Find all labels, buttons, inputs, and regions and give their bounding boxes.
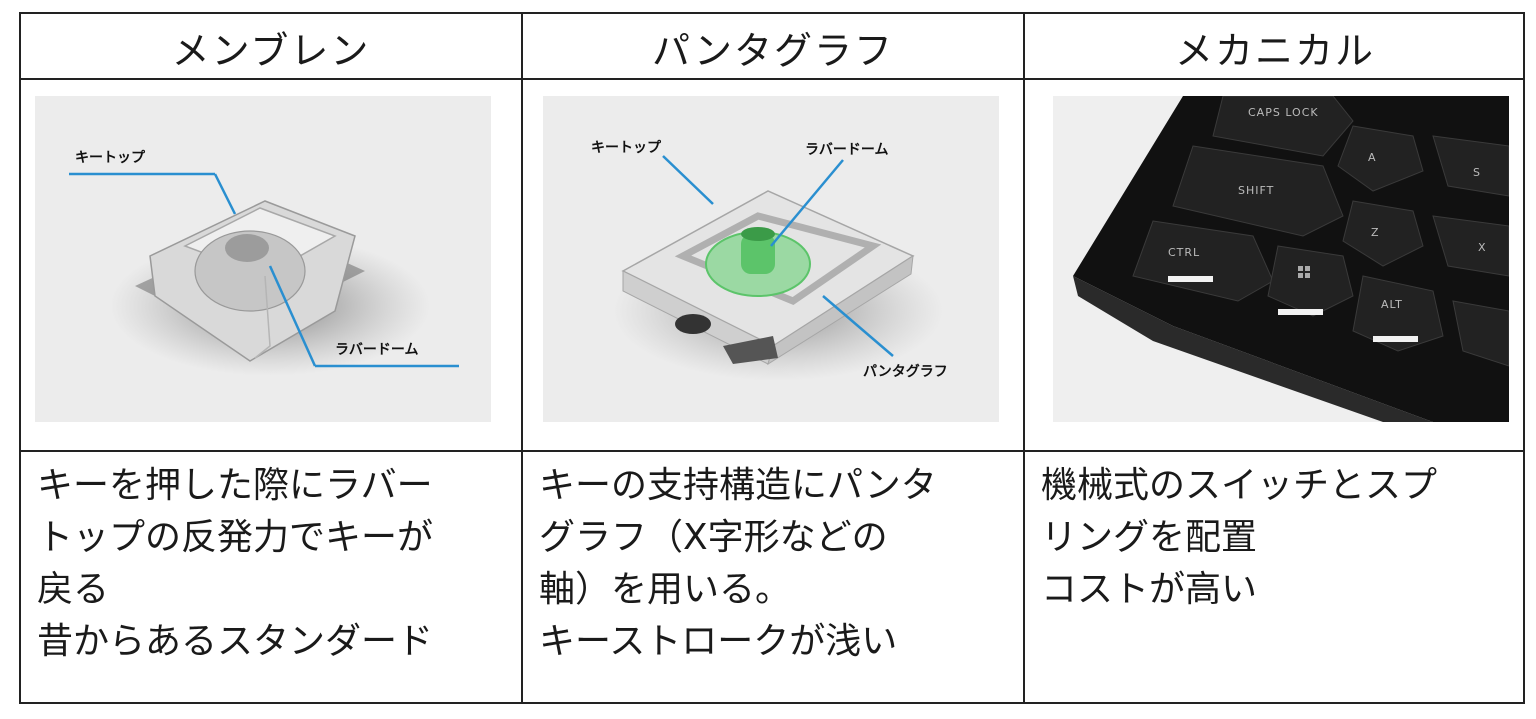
key-a: A	[1368, 151, 1377, 164]
row-divider	[21, 78, 1523, 80]
description-line: キーの支持構造にパンタ	[539, 465, 937, 506]
pantograph-diagram: キートップ ラバードーム パンタグラフ	[543, 96, 999, 422]
description-line: トップの反発力でキーが	[37, 517, 434, 558]
column-divider	[1023, 14, 1025, 702]
description-line: キーストロークが浅い	[539, 621, 898, 662]
description-pantograph: キーの支持構造にパンタ グラフ（X字形などの 軸）を用いる。 キーストロークが浅…	[523, 460, 1023, 668]
description-line: 戻る	[37, 569, 110, 610]
description-line: 昔からあるスタンダード	[37, 621, 434, 662]
row-divider	[21, 450, 1523, 452]
description-line: キーを押した際にラバー	[37, 465, 433, 506]
description-membrane: キーを押した際にラバー トップの反発力でキーが 戻る 昔からあるスタンダード	[21, 460, 521, 668]
description-line: 軸）を用いる。	[539, 569, 792, 610]
header-membrane: メンブレン	[171, 28, 371, 73]
description-line: 機械式のスイッチとスプ	[1041, 465, 1438, 506]
key-s: S	[1473, 166, 1481, 179]
key-ctrl: CTRL	[1168, 246, 1200, 259]
label-rubber-dome: ラバードーム	[335, 342, 418, 358]
label-rubber-dome: ラバードーム	[805, 142, 888, 158]
label-keytop: キートップ	[75, 150, 146, 166]
comparison-table: メンブレン パンタグラフ メカニカル キートップ ラバードーム	[19, 12, 1525, 704]
membrane-diagram: キートップ ラバードーム	[35, 96, 491, 422]
description-line: リングを配置	[1041, 517, 1258, 558]
key-shift: SHIFT	[1238, 184, 1274, 197]
header-pantograph: パンタグラフ	[652, 28, 894, 73]
key-alt: ALT	[1381, 298, 1403, 311]
description-line: グラフ（X字形などの	[539, 517, 888, 558]
label-keytop: キートップ	[591, 140, 662, 156]
keycaps	[1132, 96, 1509, 367]
header-mechanical: メカニカル	[1174, 28, 1375, 73]
key-caps-lock: CAPS LOCK	[1248, 106, 1319, 119]
windows-key-icon	[1298, 266, 1303, 271]
key-x: X	[1478, 241, 1487, 254]
mechanical-keyboard-photo: CAPS LOCK A SHIFT Z CTRL ALT S X	[1053, 96, 1509, 422]
label-pantograph: パンタグラフ	[863, 363, 948, 380]
column-divider	[521, 14, 523, 702]
description-mechanical: 機械式のスイッチとスプ リングを配置 コストが高い	[1025, 460, 1525, 616]
key-z: Z	[1371, 226, 1380, 239]
description-line: コストが高い	[1041, 569, 1258, 610]
